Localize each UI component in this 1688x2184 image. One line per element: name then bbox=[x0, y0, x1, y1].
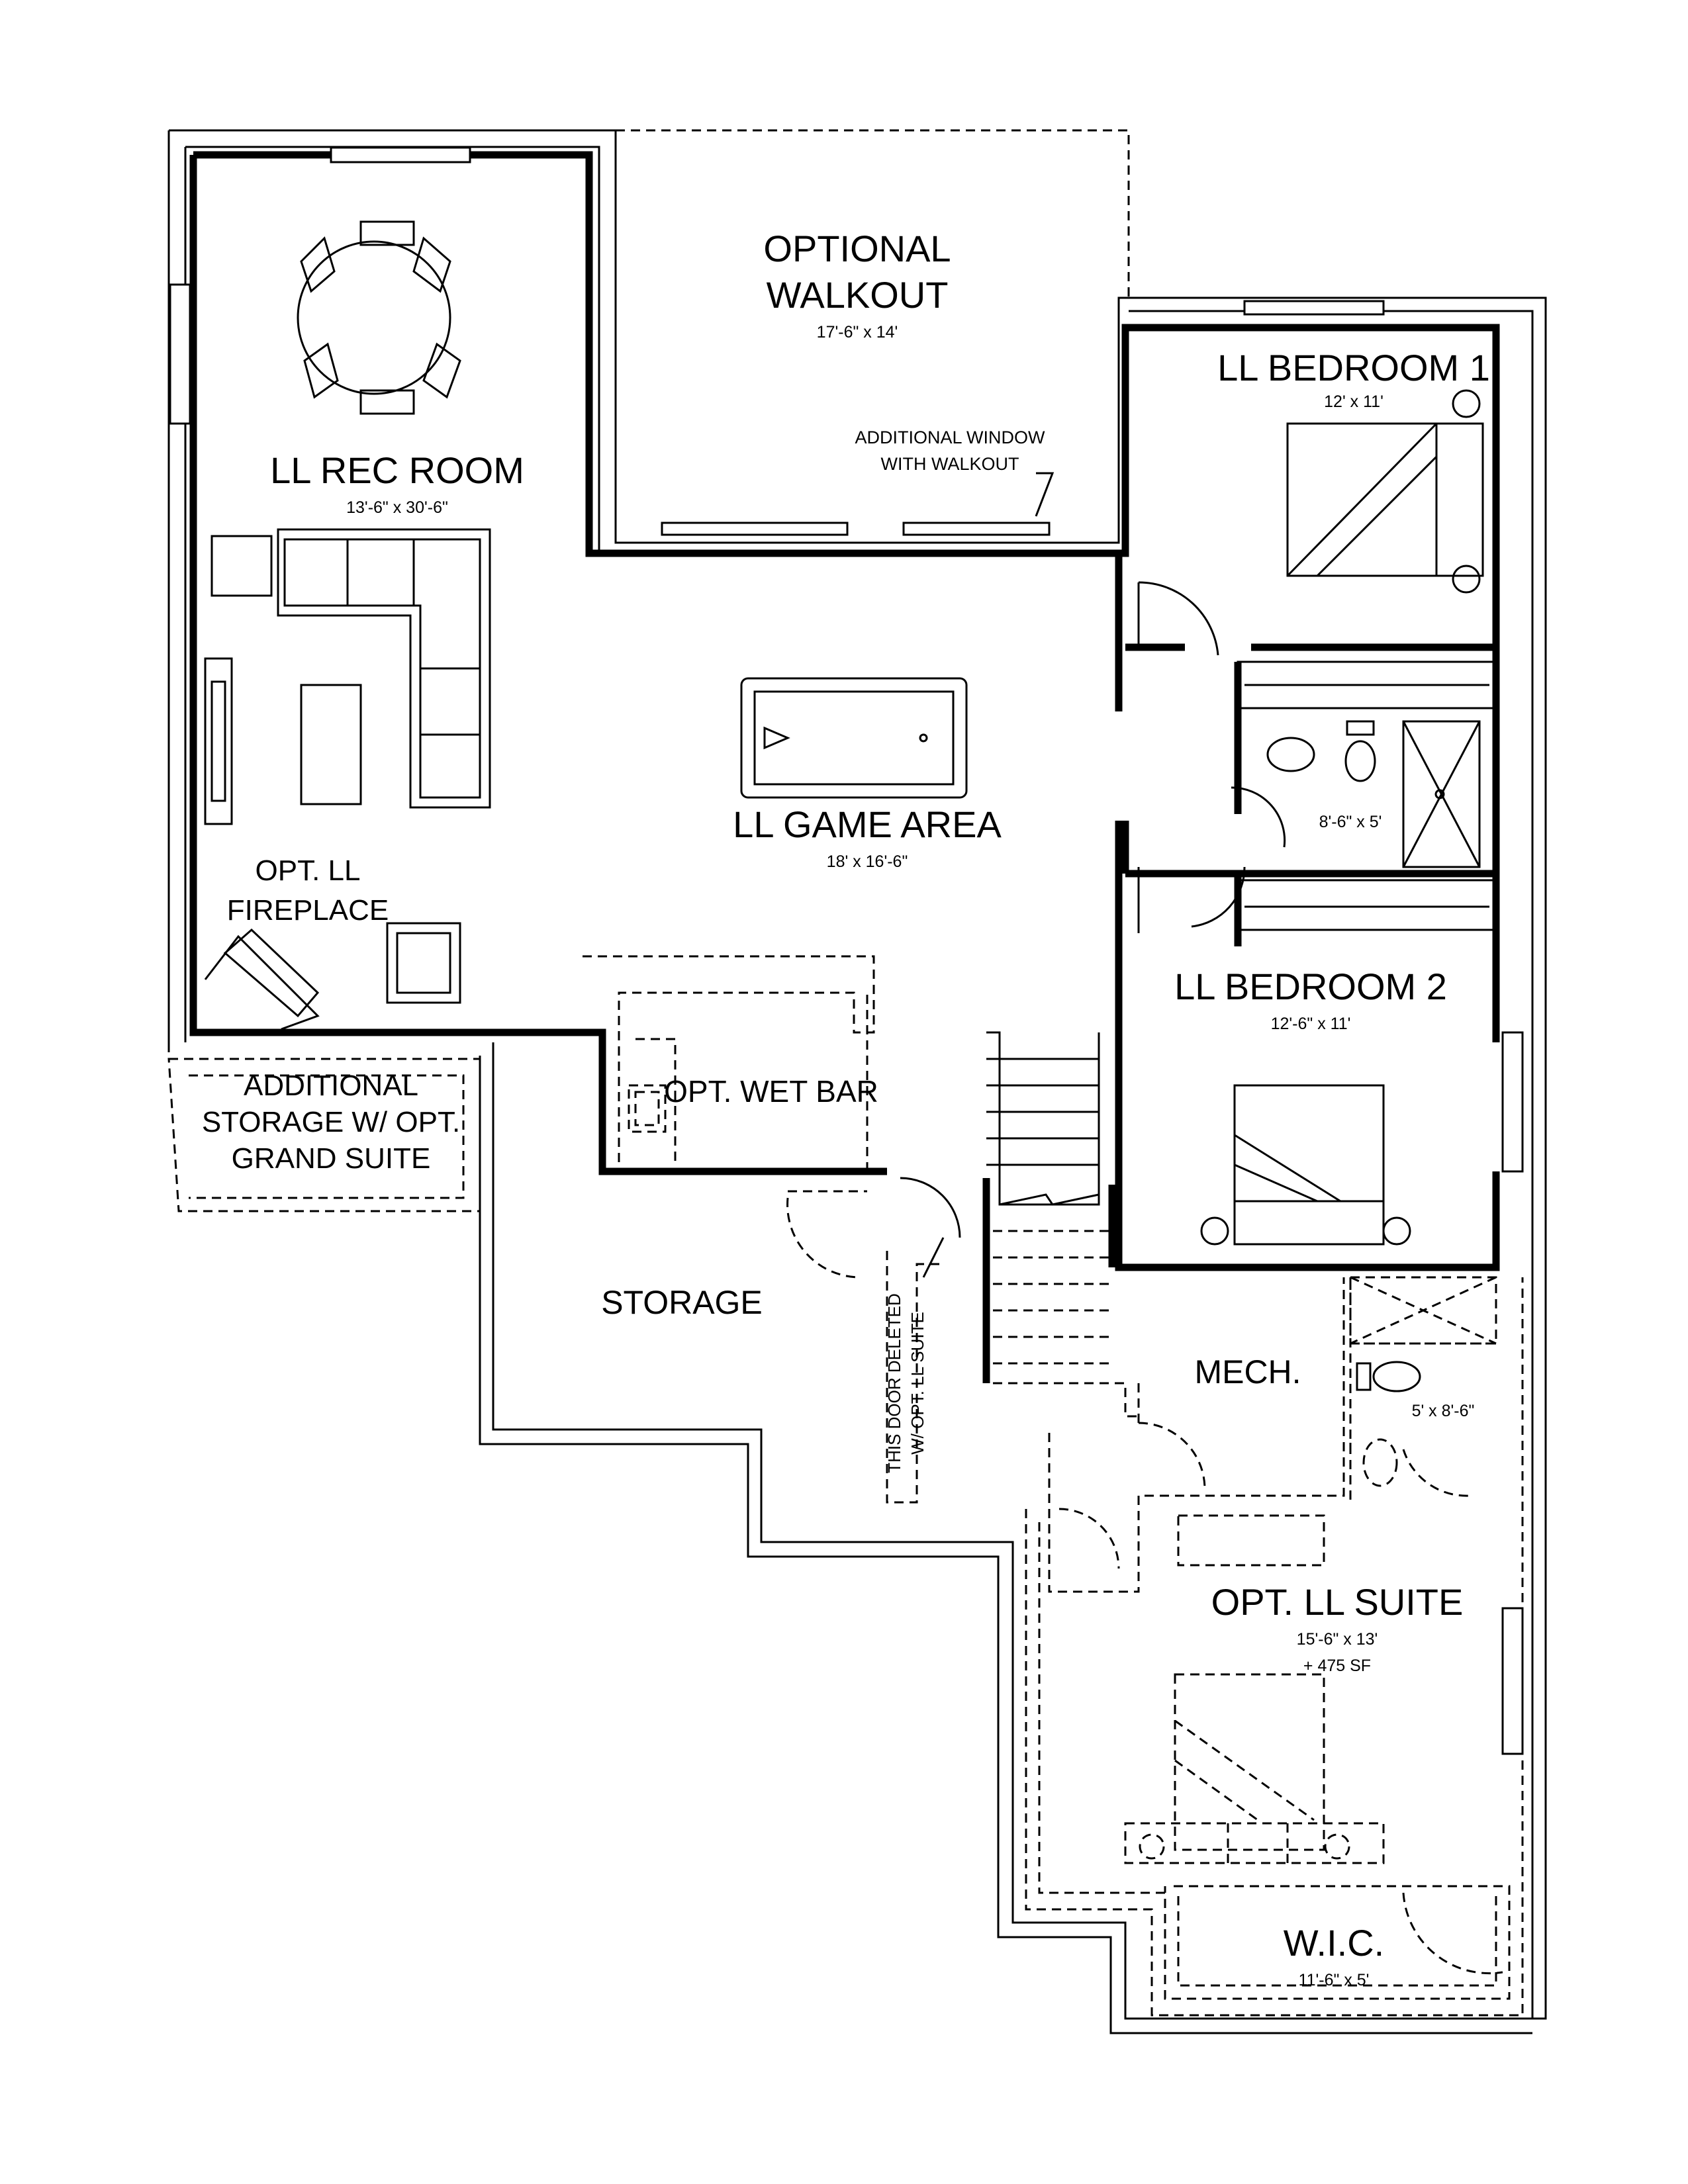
bath2-dims: 5' x 8'-6" bbox=[1412, 1402, 1475, 1420]
bath2-fixtures bbox=[1349, 1276, 1497, 1487]
bedroom1-name: LL BEDROOM 1 bbox=[1217, 347, 1490, 388]
fireplace-line1: OPT. LL bbox=[256, 854, 361, 887]
bath1-dims: 8'-6" x 5' bbox=[1319, 813, 1382, 831]
windows bbox=[169, 146, 1524, 1755]
wic-dims: 11'-6" x 5' bbox=[1299, 1971, 1370, 1989]
suite-area: + 475 SF bbox=[1303, 1657, 1371, 1675]
doors bbox=[786, 581, 1503, 1975]
dining-table bbox=[297, 220, 461, 415]
add-storage-line2: STORAGE W/ OPT. bbox=[202, 1106, 460, 1138]
bath1-fixtures bbox=[1266, 720, 1481, 868]
wic-name: W.I.C. bbox=[1284, 1922, 1384, 1964]
game-area-name: LL GAME AREA bbox=[733, 803, 1002, 845]
wet-bar-name: OPT. WET BAR bbox=[664, 1074, 878, 1109]
dashed-interior bbox=[167, 955, 1524, 2017]
bedroom2-dims: 12'-6" x 11' bbox=[1271, 1015, 1351, 1033]
walkout-name-line1: OPTIONAL bbox=[763, 228, 951, 269]
mech-name: MECH. bbox=[1194, 1353, 1301, 1390]
bedroom1-furniture bbox=[1237, 389, 1497, 709]
window-note-line2: WITH WALKOUT bbox=[881, 454, 1019, 474]
pool-table bbox=[740, 677, 968, 799]
storage-name: STORAGE bbox=[601, 1284, 763, 1321]
bedroom2-name: LL BEDROOM 2 bbox=[1174, 966, 1447, 1007]
game-area-dims: 18' x 16'-6" bbox=[827, 852, 908, 871]
leader-lines bbox=[922, 472, 1055, 1278]
door-note-line1: THIS DOOR DELETED bbox=[884, 1293, 904, 1473]
bedroom1-dims: 12' x 11' bbox=[1324, 392, 1383, 411]
add-storage-line1: ADDITIONAL bbox=[244, 1069, 418, 1102]
rec-room-dims: 13'-6" x 30'-6" bbox=[346, 498, 448, 517]
door-note-line2: W/ OPT. LL SUITE bbox=[908, 1312, 927, 1455]
suite-furniture bbox=[1124, 1514, 1385, 1864]
optional-walkout-outline bbox=[616, 129, 1130, 298]
walkout-dims: 17'-6" x 14' bbox=[817, 323, 898, 341]
walkout-name-line2: WALKOUT bbox=[767, 274, 949, 316]
window-note-line1: ADDITIONAL WINDOW bbox=[855, 428, 1046, 447]
fireplace-line2: FIREPLACE bbox=[227, 894, 389, 927]
add-storage-line3: GRAND SUITE bbox=[232, 1142, 431, 1175]
stairs bbox=[986, 1031, 1139, 1418]
suite-dims: 15'-6" x 13' bbox=[1297, 1630, 1378, 1649]
living-furniture bbox=[204, 528, 491, 1030]
suite-name: OPT. LL SUITE bbox=[1211, 1581, 1464, 1623]
rec-room-name: LL REC ROOM bbox=[270, 449, 524, 491]
wet-bar-fixture bbox=[628, 1084, 667, 1133]
bedroom2-furniture bbox=[1200, 879, 1497, 1246]
main-walls bbox=[189, 151, 1500, 1383]
